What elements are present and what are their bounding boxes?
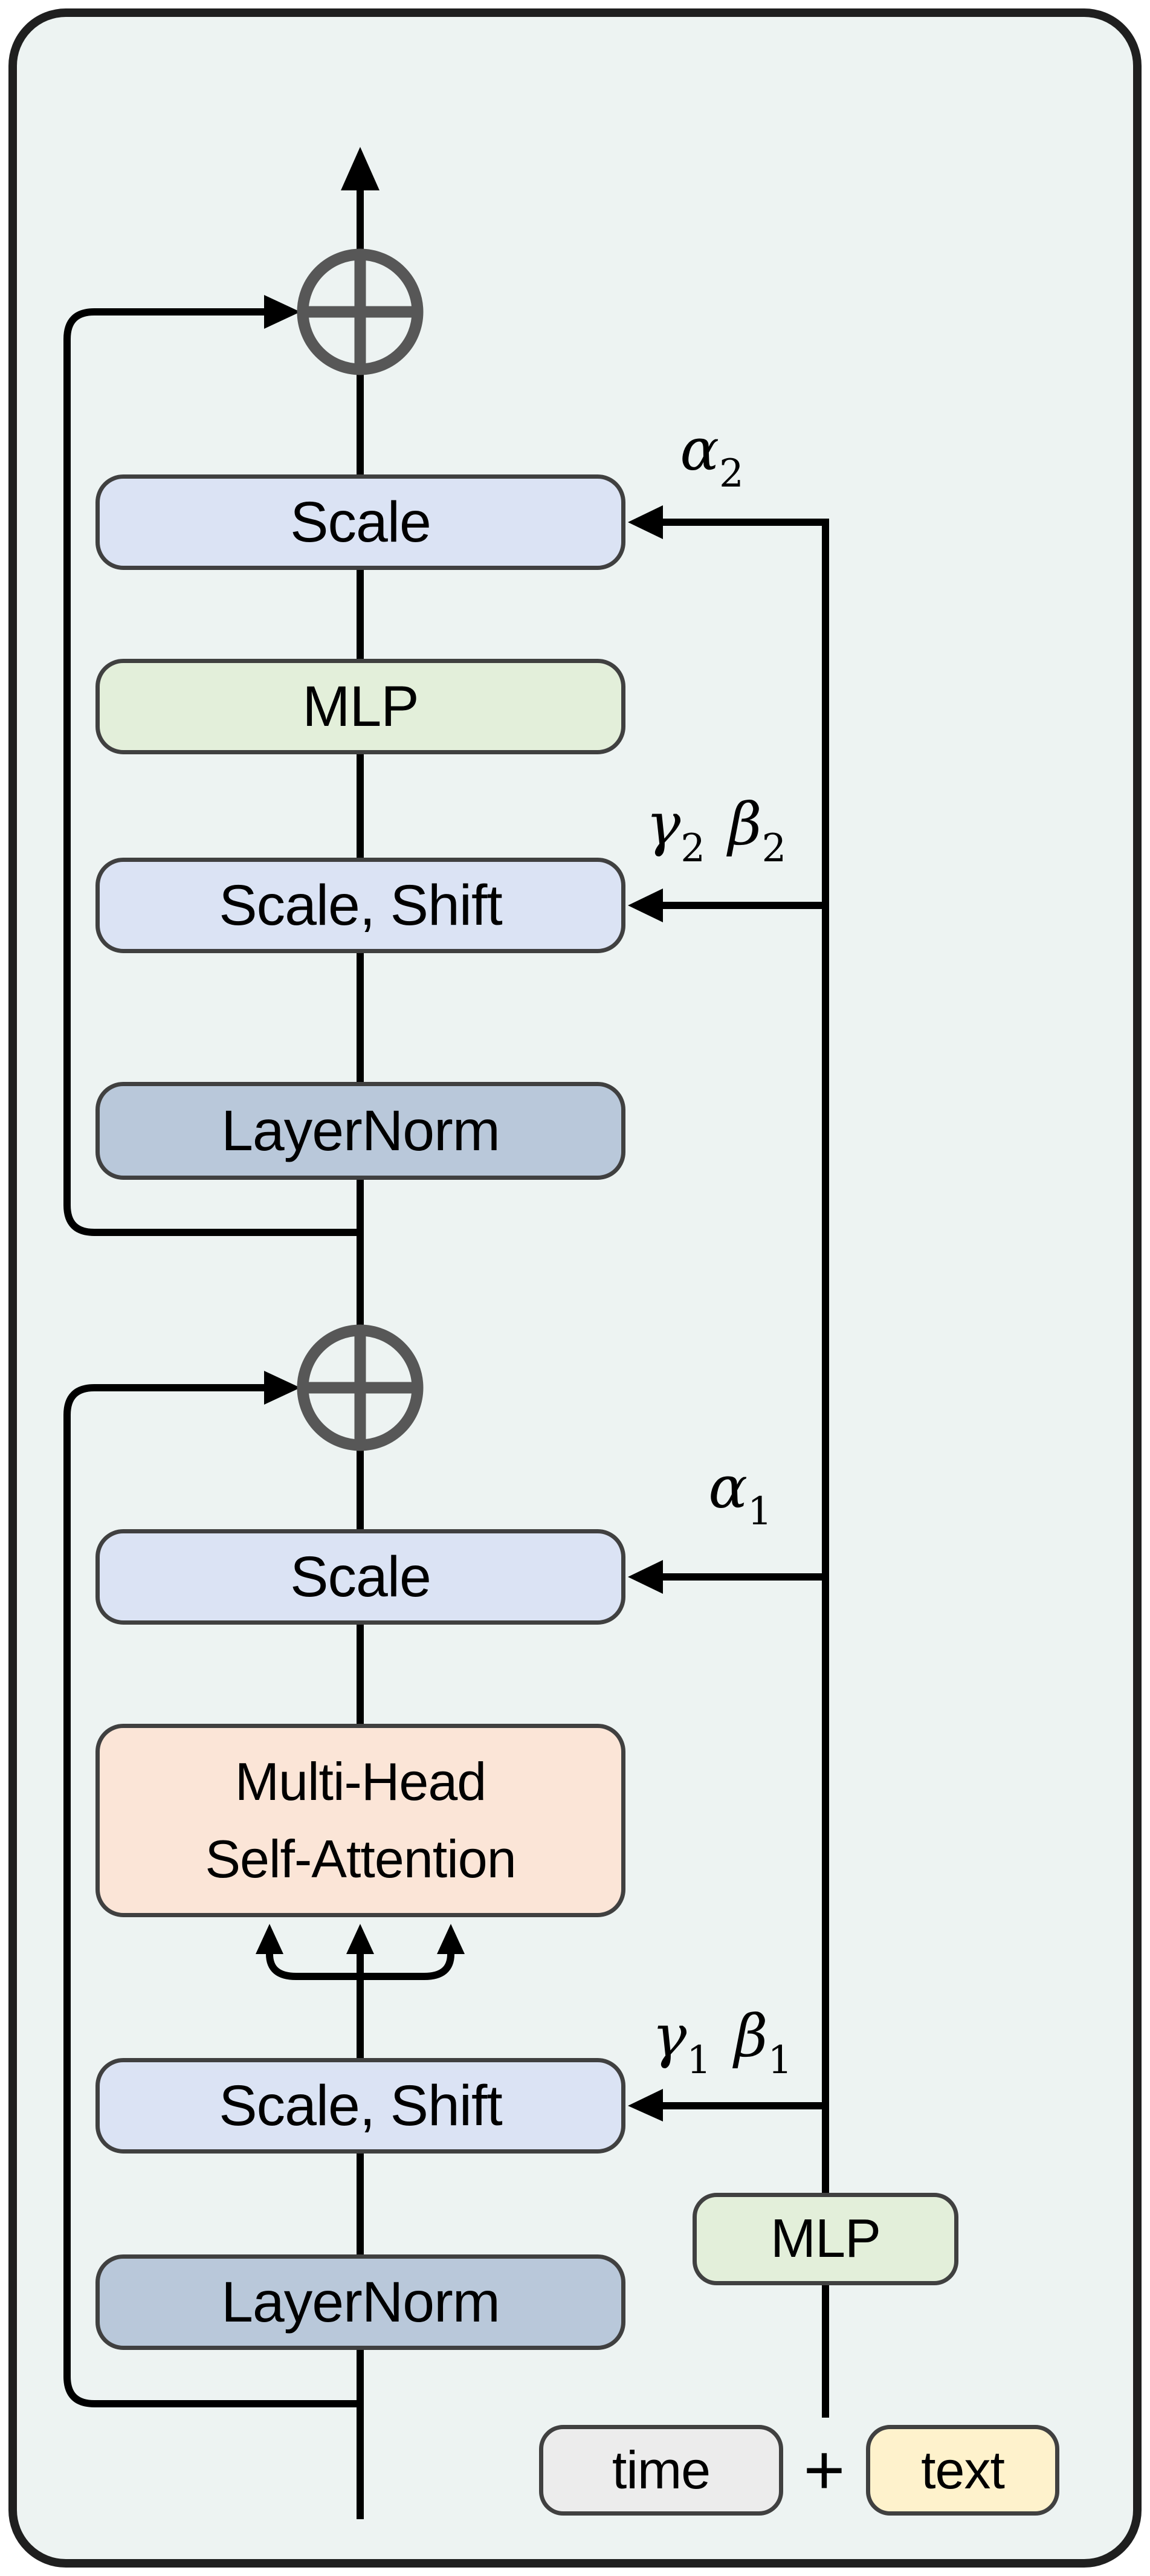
plus-operator: + <box>803 2430 845 2510</box>
residual-skip-upper <box>63 308 360 1236</box>
time-input-block: time <box>539 2425 783 2516</box>
attention-label-line2: Self-Attention <box>205 1829 516 1889</box>
add-node-top-icon <box>297 248 424 375</box>
qkv-right-arrowhead-icon <box>437 1924 465 1954</box>
scale-shift-block-attention-branch: Scale, Shift <box>95 2058 625 2154</box>
residual-skip-lower <box>63 1384 360 2407</box>
beta2-subscript: 2 <box>761 826 787 871</box>
qkv-left-arrowhead-icon <box>256 1924 283 1954</box>
beta2-base: β <box>728 791 762 858</box>
alpha1-arrowhead-icon <box>628 1560 663 1594</box>
attention-label-line1: Multi-Head <box>234 1752 486 1812</box>
conditioning-mlp-block: MLP <box>693 2193 958 2285</box>
alpha2-label: α2 <box>627 416 796 493</box>
qkv-center-arrowhead-icon <box>346 1924 374 1954</box>
qkv-left-branch <box>266 1953 360 1980</box>
alpha1-label: α1 <box>656 1454 825 1531</box>
text-input-block: text <box>866 2425 1059 2516</box>
mlp-block-main: MLP <box>95 659 625 754</box>
conditioning-line <box>663 519 829 2193</box>
layernorm-block-mlp-branch: LayerNorm <box>95 1082 625 1180</box>
qkv-right-branch <box>360 1953 454 1980</box>
alpha1-subscript: 1 <box>748 1489 772 1534</box>
alpha1-base: α <box>708 1454 748 1521</box>
gamma1-subscript: 1 <box>686 2038 711 2083</box>
gamma2-base: γ <box>645 791 681 858</box>
layernorm-block-attention-branch: LayerNorm <box>95 2254 625 2350</box>
scale-block-mlp-branch: Scale <box>95 474 625 570</box>
gamma2-subscript: 2 <box>680 826 705 871</box>
residual-upper-arrowhead-icon <box>264 295 300 329</box>
qkv-trident <box>266 1953 454 1980</box>
gamma-beta1-arrowhead-icon <box>628 2089 663 2121</box>
residual-lower-arrowhead-icon <box>264 1371 300 1405</box>
scale-shift-block-mlp-branch: Scale, Shift <box>95 858 625 953</box>
multi-head-self-attention-block: Multi-Head Self-Attention <box>95 1724 625 1917</box>
beta1-base: β <box>734 2002 768 2070</box>
alpha2-arrowhead-icon <box>628 505 663 539</box>
alpha2-base: α <box>680 416 720 484</box>
output-arrowhead-icon <box>341 147 380 190</box>
scale-block-attention-branch: Scale <box>95 1529 625 1625</box>
add-node-bottom-icon <box>297 1324 424 1451</box>
alpha2-subscript: 2 <box>719 451 744 496</box>
beta1-subscript: 1 <box>767 2038 793 2083</box>
gamma1-base: γ <box>651 2002 687 2070</box>
gamma-beta2-arrowhead-icon <box>628 888 663 922</box>
